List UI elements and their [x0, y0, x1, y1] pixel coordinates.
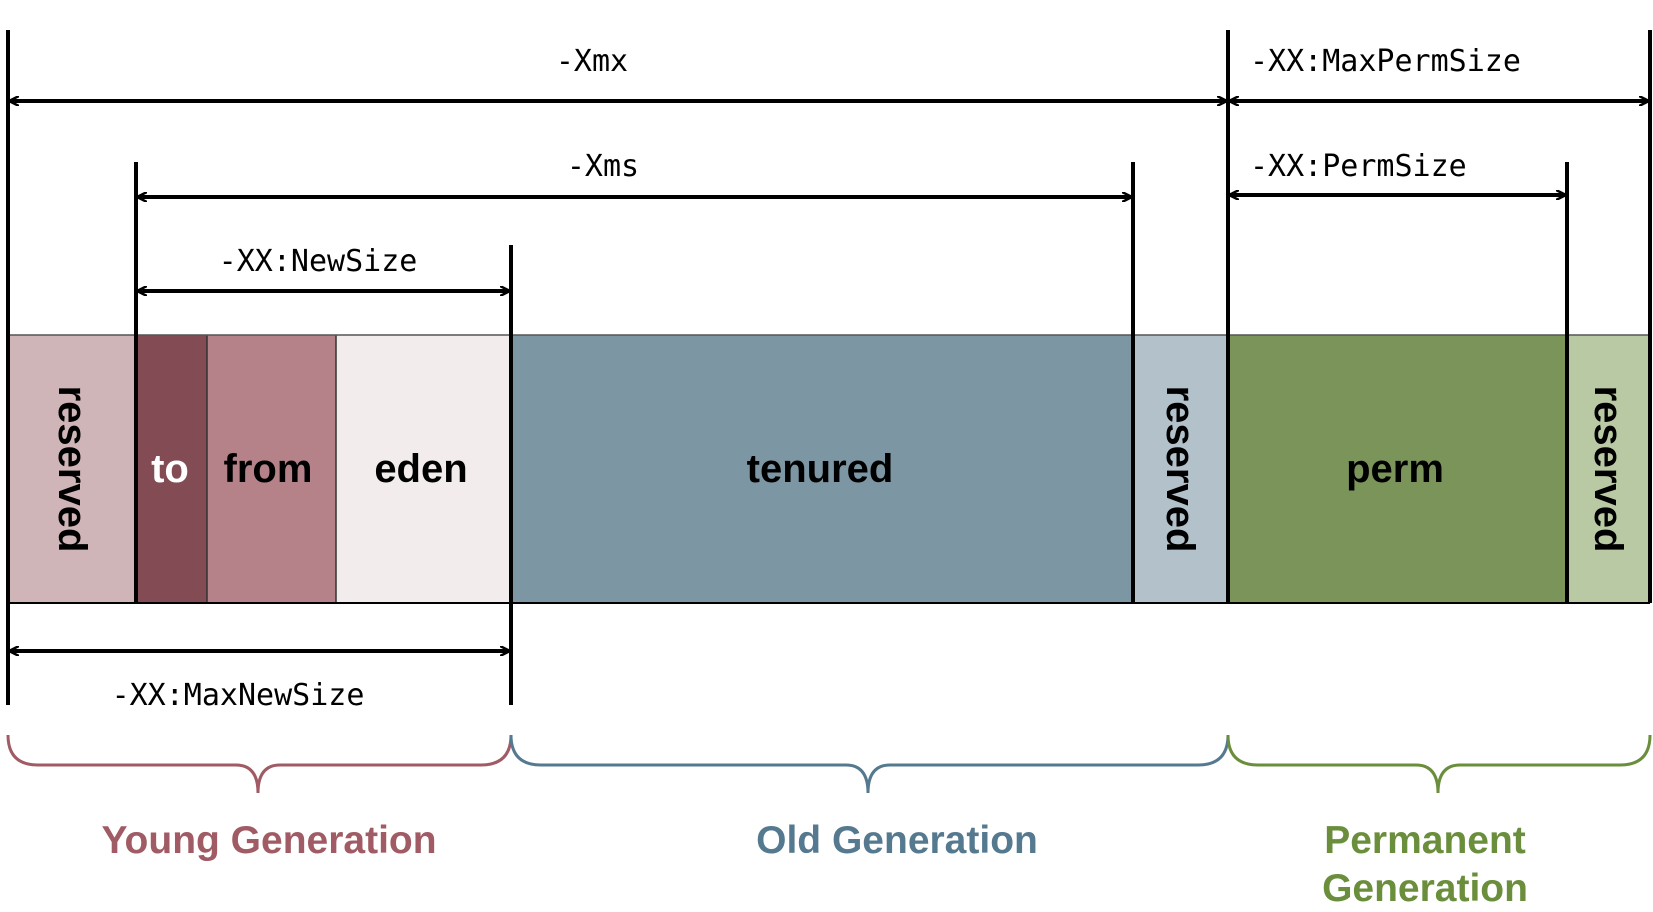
memory-bar [8, 334, 1651, 604]
eden-label: eden [374, 447, 467, 491]
young-generation-brace [6, 734, 513, 794]
eden-segment [336, 335, 511, 603]
tenured-segment [511, 335, 1133, 603]
reserved-young-label: reserved [50, 386, 94, 553]
reserved-perm-label: reserved [1586, 386, 1630, 553]
old-generation-label: Old Generation [756, 819, 1038, 862]
reserved-old-segment [1133, 335, 1228, 603]
permanent-generation-label-line1: Permanent [1324, 819, 1526, 862]
max-new-size-label: -XX:MaxNewSize [112, 678, 365, 713]
reserved-perm-segment [1567, 335, 1650, 603]
tenured-label: tenured [747, 447, 894, 491]
permanent-generation-brace [1226, 734, 1652, 794]
from-label: from [224, 447, 313, 491]
perm-segment [1228, 335, 1567, 603]
new-size-label: -XX:NewSize [219, 244, 418, 279]
max-perm-size-label: -XX:MaxPermSize [1250, 44, 1521, 79]
young-generation-label: Young Generation [101, 819, 436, 862]
permanent-generation-label-line2: Generation [1322, 867, 1528, 910]
perm-label: perm [1346, 447, 1444, 491]
old-generation-brace [509, 734, 1230, 794]
to-label: to [151, 447, 189, 491]
perm-size-label: -XX:PermSize [1250, 149, 1467, 184]
xms-label: -Xms [567, 149, 639, 184]
extension-lines [6, 30, 1652, 705]
from-survivor-segment [207, 335, 336, 603]
xmx-label: -Xmx [556, 44, 628, 79]
reserved-young-segment [8, 335, 136, 603]
to-survivor-segment [136, 335, 207, 603]
reserved-old-label: reserved [1158, 386, 1202, 553]
